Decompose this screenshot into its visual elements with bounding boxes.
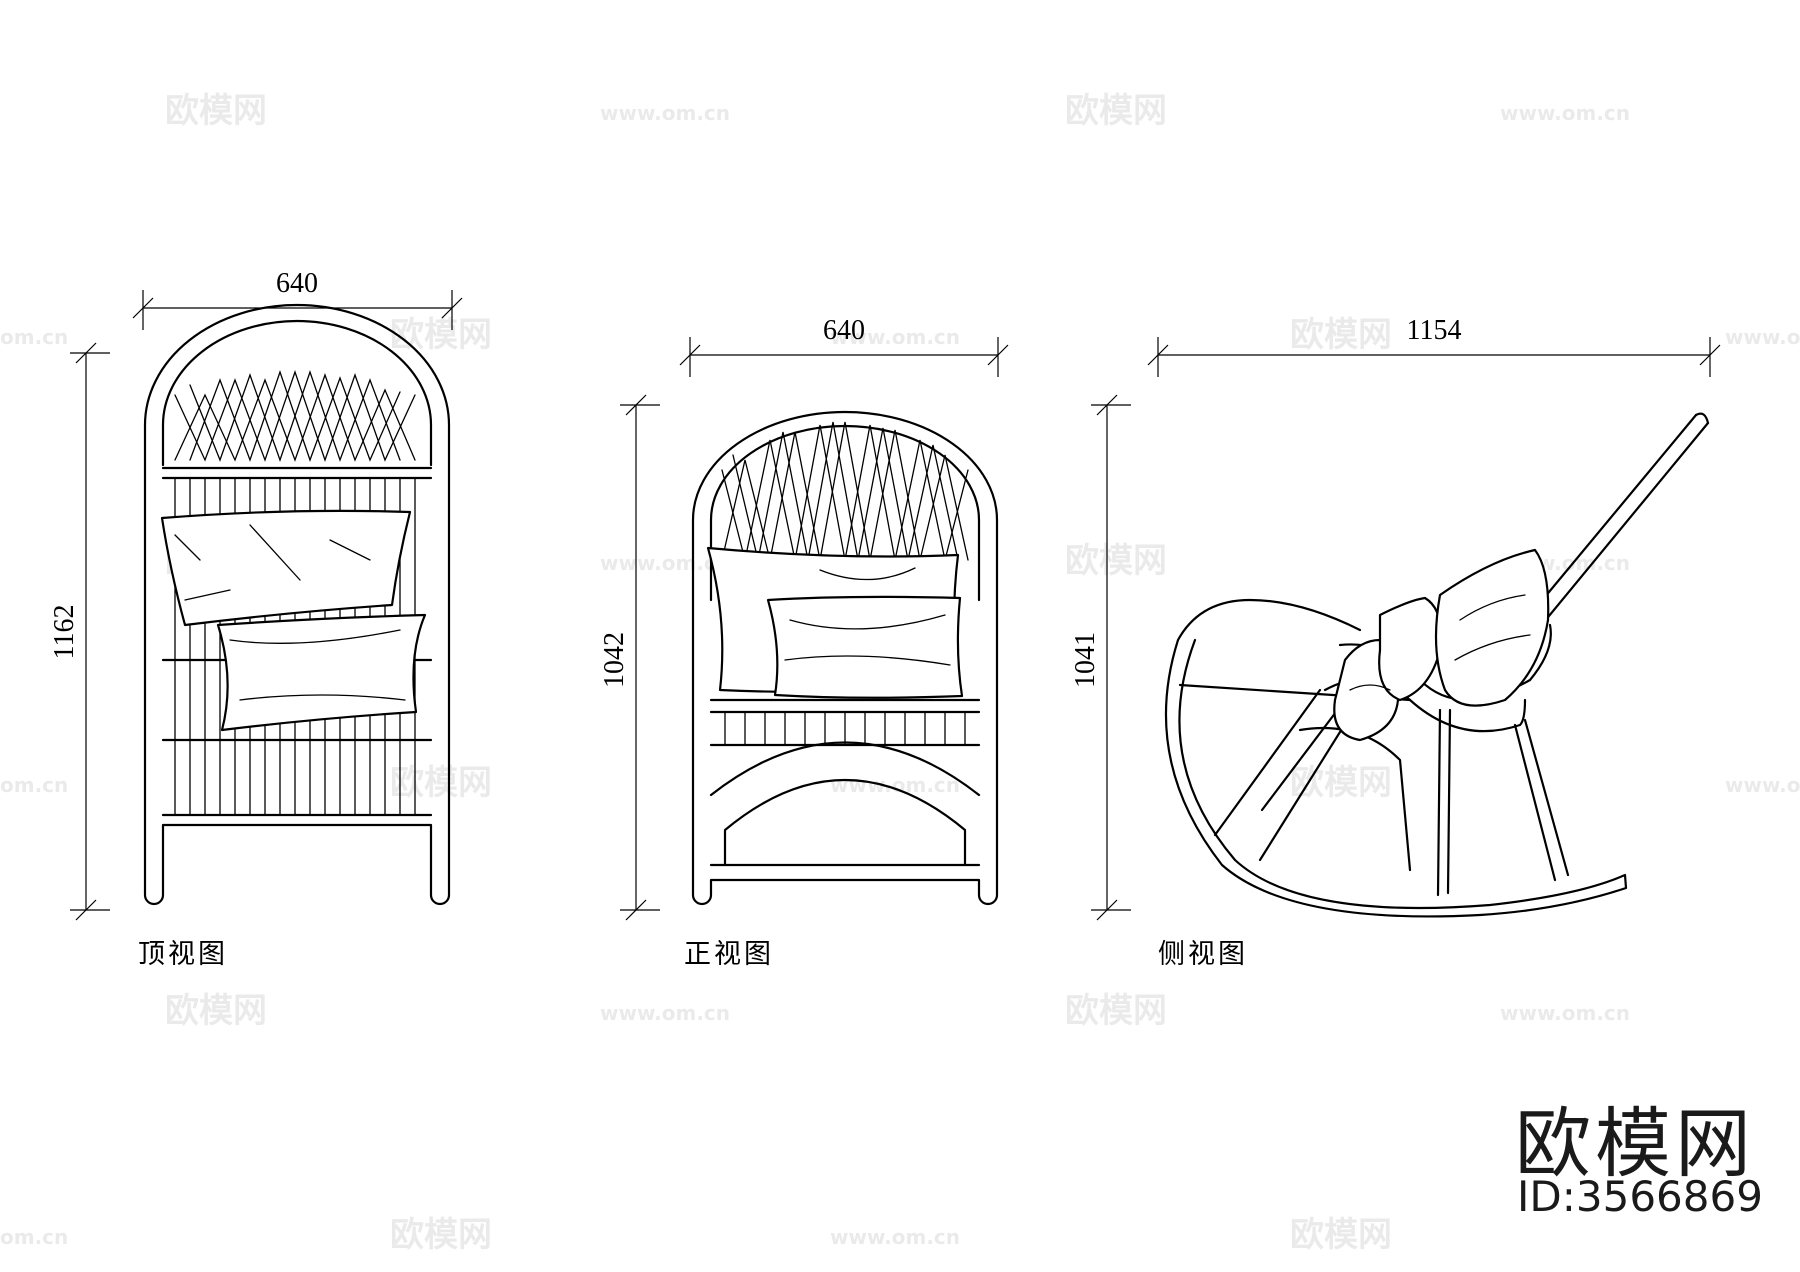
watermark-brand: 欧模网 [1065, 541, 1167, 581]
front-view-width-value: 640 [823, 315, 865, 346]
watermark-brand: 欧模网 [390, 315, 492, 355]
side-view-height-value: 1041 [1070, 632, 1101, 688]
watermark-url: www.om.cn [600, 551, 730, 575]
top-view-width-value: 640 [276, 268, 318, 299]
front-view-label: 正视图 [684, 939, 774, 970]
watermark-url: www.om.cn [600, 101, 730, 125]
front-view-height-dimension: 1042 [599, 394, 660, 921]
top-view-label: 顶视图 [138, 939, 228, 970]
watermark-url: www.om.cn [830, 325, 960, 349]
watermark-url: om.cn [0, 1225, 68, 1249]
watermark-url: om.cn [0, 773, 68, 797]
watermark-layer: 欧模网 www.om.cn 欧模网 www.om.cn om.cn 欧模网 ww… [0, 91, 1800, 1255]
watermark-url: www.om.cn [1500, 1001, 1630, 1025]
side-view-height-dimension: 1041 [1070, 394, 1131, 921]
brand-name: 欧模网 [1515, 1099, 1755, 1188]
watermark-url: www.om.cn [1500, 101, 1630, 125]
brand-id-text: ID:3566869 [1517, 1172, 1763, 1221]
watermark-url: www.om.cn [830, 1225, 960, 1249]
side-view: 1154 1041 [1070, 315, 1721, 921]
watermark-brand: 欧模网 [165, 991, 267, 1031]
front-view-width-dimension: 640 [679, 315, 1009, 377]
top-view-height-dimension: 1162 [49, 342, 110, 921]
watermark-url: www.om.cn [600, 1001, 730, 1025]
top-view: 640 1162 [49, 268, 463, 921]
side-view-width-dimension: 1154 [1147, 315, 1721, 377]
front-view: 640 1042 [599, 315, 1009, 921]
watermark-url: www.om.cn [1725, 325, 1800, 349]
watermark-brand: 欧模网 [1290, 763, 1392, 803]
watermark-url: om.cn [0, 325, 68, 349]
watermark-brand: 欧模网 [1065, 991, 1167, 1031]
side-view-width-value: 1154 [1407, 315, 1462, 346]
top-view-width-dimension: 640 [132, 268, 463, 330]
front-view-height-value: 1042 [599, 632, 630, 688]
watermark-brand: 欧模网 [390, 763, 492, 803]
side-view-label: 侧视图 [1158, 939, 1248, 970]
watermark-brand: 欧模网 [390, 1215, 492, 1255]
watermark-url: www.om.cn [830, 773, 960, 797]
watermark-brand: 欧模网 [1065, 91, 1167, 131]
watermark-url: www.om.cn [1725, 773, 1800, 797]
watermark-brand: 欧模网 [165, 91, 267, 131]
watermark-brand: 欧模网 [1290, 315, 1392, 355]
watermark-brand: 欧模网 [1290, 1215, 1392, 1255]
top-view-height-value: 1162 [49, 605, 80, 660]
